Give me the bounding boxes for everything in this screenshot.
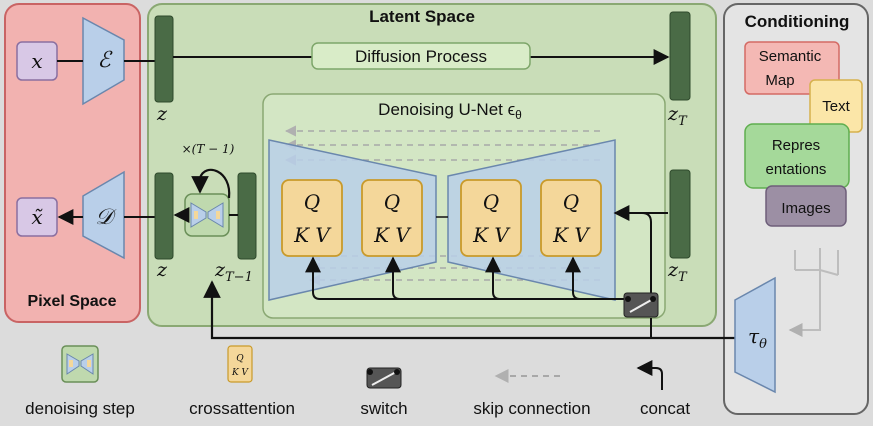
- pixel-space-label: Pixel Space: [28, 293, 117, 310]
- legend-switch: [366, 367, 402, 389]
- diffusion-process-box: [311, 42, 531, 70]
- z-T-minus-1-label: zT−1: [214, 259, 253, 285]
- qkv-block: Q K V: [281, 179, 343, 257]
- qkv-kv: K V: [472, 223, 511, 247]
- text-label: Text: [822, 98, 850, 115]
- encoder-shape: [82, 16, 125, 106]
- switch-lever: [629, 298, 654, 313]
- qkv-kv: K V: [293, 223, 332, 247]
- legend-mini-kv: K V: [231, 368, 250, 378]
- z-bottom-bar: [154, 172, 174, 260]
- latent-space-title: Latent Space: [369, 7, 475, 26]
- legend-skip-connection-label: skip connection: [473, 399, 590, 418]
- semantic-map-label-1: Semantic: [759, 48, 822, 65]
- switch-node-b: [650, 296, 656, 302]
- z-top-bar: [154, 15, 174, 103]
- input-x-label: x: [31, 49, 42, 73]
- diffusion-process-label: Diffusion Process: [355, 47, 487, 66]
- legend-crossattention-label: crossattention: [189, 399, 295, 418]
- z-T-minus-1-bar: [237, 172, 257, 260]
- switch-node-a: [625, 296, 631, 302]
- concat-branch: [641, 212, 652, 299]
- legend-switch-label: switch: [360, 399, 407, 418]
- denoising-step-qkv-left: [194, 211, 198, 219]
- conditioning-title: Conditioning: [745, 12, 850, 31]
- qkv-block: Q K V: [540, 179, 602, 257]
- legend-mini-q: Q: [236, 354, 244, 364]
- decoder-shape: [82, 170, 125, 260]
- loop-arrow: [191, 168, 231, 199]
- images-label: Images: [781, 200, 830, 217]
- legend-denoising-step: [61, 345, 99, 383]
- encoder-label: ℰ: [97, 48, 113, 73]
- denoising-step-icon: [190, 202, 207, 228]
- qkv-q: Q: [563, 190, 579, 214]
- output-x-tilde-box: [16, 197, 58, 237]
- qkv-kv: K V: [552, 223, 591, 247]
- qkv-block: Q K V: [460, 179, 522, 257]
- qkv-q: Q: [304, 190, 320, 214]
- qkv-kv: K V: [373, 223, 412, 247]
- z-T-mid-label: zT: [667, 259, 688, 285]
- z-T-top-bar: [669, 11, 691, 101]
- conditioning-arrows: [305, 256, 650, 300]
- tau-encoder-shape: [734, 276, 776, 394]
- representations-label-2: entations: [766, 161, 827, 178]
- qkv-q: Q: [384, 190, 400, 214]
- z-bottom-label: z: [156, 259, 168, 281]
- unet-title: Denoising U-Net ϵθ: [378, 100, 522, 122]
- legend-denoising-step-label: denoising step: [25, 399, 135, 418]
- representations-label-1: Repres: [772, 137, 820, 154]
- images-box: [765, 185, 847, 227]
- semantic-map-label-2: Map: [765, 72, 794, 89]
- qkv-q: Q: [483, 190, 499, 214]
- legend-concat-arrow: [636, 360, 663, 390]
- output-x-tilde-label: x̃: [31, 205, 43, 229]
- z-top-label: z: [156, 103, 168, 125]
- tau-to-latent-arrow: [203, 280, 735, 340]
- qkv-block: Q K V: [361, 179, 423, 257]
- legend-crossattention: Q K V: [227, 345, 253, 383]
- decoder-label: 𝒟: [95, 205, 117, 230]
- legend-concat-label: concat: [640, 399, 690, 418]
- representations-box: [744, 123, 850, 189]
- conditioning-merge-lines: [788, 248, 839, 337]
- loop-label: ×(T − 1): [182, 142, 235, 156]
- tau-label: τθ: [748, 324, 767, 352]
- z-T-mid-bar: [669, 169, 691, 259]
- z-T-top-label: zT: [667, 103, 688, 129]
- denoising-step-icon-right: [207, 202, 224, 228]
- denoising-step-qkv-right: [216, 211, 220, 219]
